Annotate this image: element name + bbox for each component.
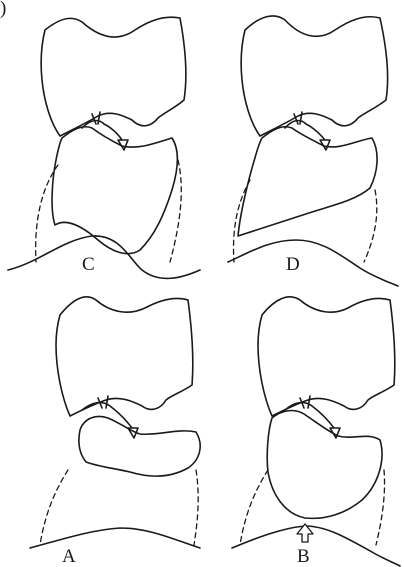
panel-d-contact-detail (285, 112, 330, 150)
panel-a: A (30, 297, 200, 567)
panel-d-label: D (286, 254, 300, 275)
panel-d-dashed-root-right (364, 190, 377, 262)
panel-a-contact-detail (82, 396, 138, 438)
panel-c-upper-tooth (41, 17, 186, 136)
panel-c-dashed-root-left (36, 165, 58, 262)
panel-d-lower-tooth (238, 127, 377, 236)
panel-b-dashed-root-right (376, 470, 385, 545)
panel-b: B (232, 297, 400, 567)
panel-d-gum-line (228, 240, 398, 286)
panel-a-upper-tooth (56, 297, 193, 416)
panel-d-dashed-root-left (234, 180, 250, 262)
panel-b-label: B (297, 546, 310, 567)
panel-b-dashed-root-left (240, 470, 268, 545)
panel-c-contact-detail (82, 112, 128, 150)
panel-b-lower-tooth (267, 411, 382, 519)
panel-d: D (228, 16, 398, 286)
panel-a-dashed-root-right (194, 470, 198, 545)
panel-a-gum-line (30, 528, 200, 548)
panel-a-lower-tooth (79, 417, 200, 477)
panel-b-upper-tooth (258, 297, 395, 416)
panel-b-gum-line (232, 526, 400, 566)
panel-d-upper-tooth (241, 16, 387, 136)
panel-c-label: C (82, 254, 95, 275)
panel-c-lower-tooth (52, 127, 177, 254)
panel-a-dashed-root-left (40, 470, 68, 545)
panel-a-label: A (62, 546, 76, 567)
panel-c: C (8, 17, 200, 278)
corner-mark: ) (0, 0, 6, 19)
